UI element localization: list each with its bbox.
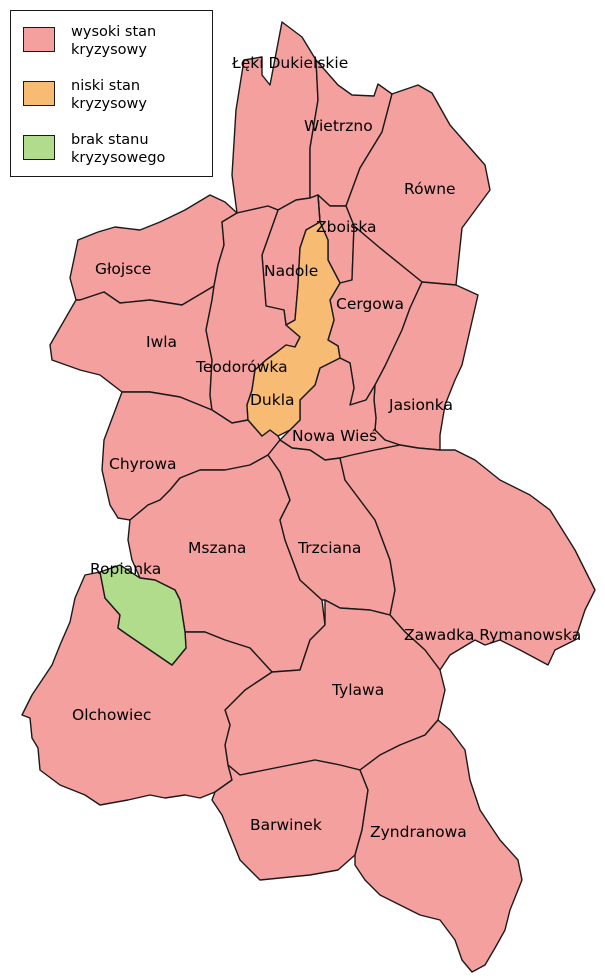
region-label-olchowiec: Olchowiec: [72, 706, 151, 724]
region-zawadka-rymanowska: [339, 444, 596, 671]
region-zyndranowa: [354, 719, 523, 973]
region-label-barwinek: Barwinek: [250, 816, 322, 834]
region-label-chyrowa: Chyrowa: [109, 455, 177, 473]
region-label-tylawa: Tylawa: [331, 681, 384, 699]
region-label-cergowa: Cergowa: [336, 295, 404, 313]
region-dukla: [246, 194, 341, 437]
region-label-trzciana: Trzciana: [297, 539, 361, 557]
regions-layer: [21, 21, 596, 973]
region-label-teodorowka: Teodorówka: [195, 358, 288, 376]
legend-label-none: brak stanu kryzysowego: [71, 132, 166, 166]
legend-item-low: niski stan kryzysowy: [23, 77, 201, 113]
region-label-rowne: Równe: [404, 180, 456, 198]
legend-swatch-low: [23, 81, 55, 106]
region-label-jasionka: Jasionka: [388, 396, 453, 414]
map-legend: wysoki stan kryzysowy niski stan kryzyso…: [10, 10, 213, 177]
region-label-nadole: Nadole: [264, 262, 318, 280]
region-label-dukla: Dukla: [250, 391, 295, 409]
region-label-wietrzno: Wietrzno: [304, 117, 373, 135]
labels-layer: Łęki DukielskieWietrznoRówneZboiskaGłojs…: [72, 54, 581, 841]
legend-swatch-none: [23, 135, 55, 160]
region-label-ropianka: Ropianka: [90, 560, 161, 578]
region-label-leki-dukielskie: Łęki Dukielskie: [231, 54, 348, 72]
region-label-zboiska: Zboiska: [316, 218, 377, 236]
legend-item-none: brak stanu kryzysowego: [23, 131, 201, 167]
legend-item-high: wysoki stan kryzysowy: [23, 23, 201, 59]
legend-swatch-high: [23, 27, 55, 52]
region-label-iwla: Iwla: [146, 333, 177, 351]
region-label-zawadka-rymanowska: Zawadka Rymanowska: [404, 626, 581, 644]
region-label-mszana: Mszana: [188, 539, 246, 557]
region-label-zyndranowa: Zyndranowa: [370, 823, 467, 841]
legend-label-high: wysoki stan kryzysowy: [71, 24, 157, 58]
region-barwinek: [211, 759, 369, 881]
region-label-glojsce: Głojsce: [95, 260, 151, 278]
region-label-nowa-wies: Nowa Wieś: [292, 427, 377, 445]
region-ropianka: [99, 564, 187, 666]
legend-label-low: niski stan kryzysowy: [71, 78, 147, 112]
